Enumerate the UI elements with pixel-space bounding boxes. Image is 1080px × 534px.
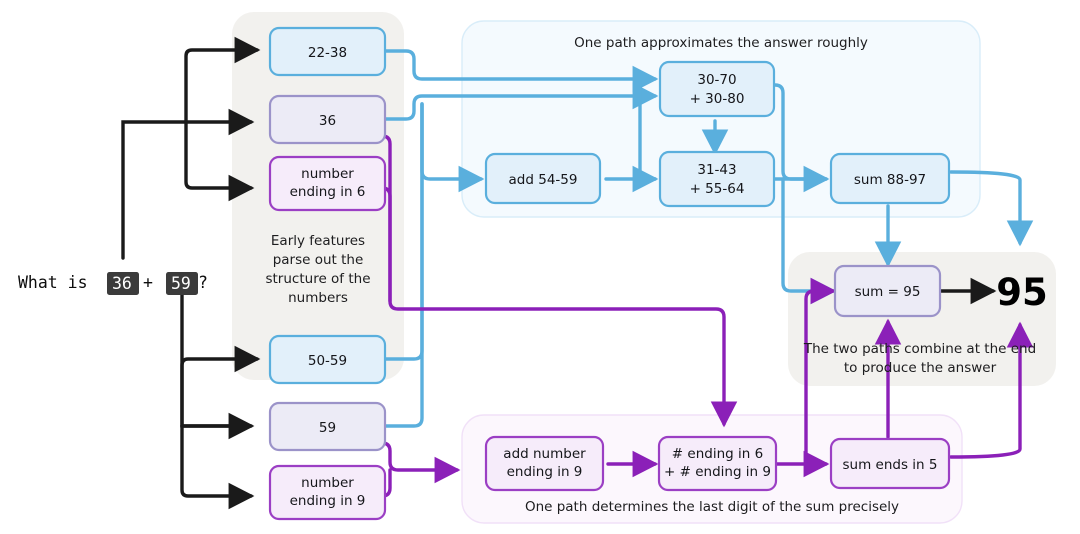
caption-approx-path-line-0: One path approximates the answer roughly: [574, 35, 868, 51]
node-sum-ends-5[interactable]: sum ends in 5: [829, 437, 951, 490]
prompt-sentence: What is 36 + 59 ?: [18, 272, 208, 295]
node-digit-sum[interactable]: # ending in 6 + # ending in 9: [657, 435, 778, 492]
node-coarse-sum-line-0: 30-70: [697, 72, 736, 88]
caption-precise-path-line-0: One path determines the last digit of th…: [525, 499, 899, 515]
caption-combine: The two paths combine at the end to prod…: [803, 341, 1036, 376]
node-sum-95[interactable]: sum = 95: [833, 264, 942, 318]
node-refined-sum[interactable]: 31-43 + 55-64: [658, 150, 776, 208]
node-ending-6-line-0: number: [301, 166, 354, 182]
node-refined-sum-line-1: + 55-64: [690, 181, 745, 197]
edge-group-prompt: [121, 36, 997, 510]
caption-early-features: Early features parse out the structure o…: [265, 233, 370, 306]
node-sum-88-97-line-0: sum 88-97: [854, 172, 926, 188]
edge-group-approx: [380, 49, 1034, 428]
prompt-operand-a-highlight: [107, 272, 139, 295]
caption-combine-line-1: to produce the answer: [844, 360, 997, 376]
node-add-number-9-line-1: ending in 9: [507, 464, 583, 480]
caption-early-features-line-3: numbers: [288, 290, 348, 306]
node-range-36-line-0: 22-38: [308, 45, 347, 61]
node-value-36[interactable]: 36: [268, 94, 387, 145]
answer-value: 95: [996, 271, 1048, 314]
caption-precise-path: One path determines the last digit of th…: [525, 499, 899, 515]
node-range-59[interactable]: 50-59: [268, 334, 387, 385]
prompt-operand-a: 36: [112, 274, 132, 293]
prompt-suffix: ?: [198, 273, 208, 292]
node-ending-9[interactable]: number ending in 9: [268, 464, 387, 521]
prompt-operand-b-highlight: [166, 272, 198, 295]
caption-early-features-line-1: parse out the: [273, 252, 364, 268]
node-add-54-59-line-0: add 54-59: [509, 172, 578, 188]
caption-early-features-line-2: structure of the: [265, 271, 370, 287]
node-add-number-9-line-0: add number: [503, 446, 586, 462]
node-ending-6[interactable]: number ending in 6: [268, 155, 387, 212]
prompt-prefix: What is: [18, 273, 88, 292]
node-refined-sum-line-0: 31-43: [697, 162, 736, 178]
node-coarse-sum[interactable]: 30-70 + 30-80: [658, 60, 776, 118]
node-digit-sum-line-0: # ending in 6: [672, 446, 763, 462]
caption-combine-line-0: The two paths combine at the end: [803, 341, 1036, 357]
node-ending-9-line-1: ending in 9: [290, 493, 366, 509]
node-value-59-line-0: 59: [319, 420, 336, 436]
caption-approx-path: One path approximates the answer roughly: [574, 35, 868, 51]
node-range-59-line-0: 50-59: [308, 353, 347, 369]
node-add-54-59[interactable]: add 54-59: [484, 152, 602, 205]
node-coarse-sum-line-1: + 30-80: [690, 91, 745, 107]
node-range-36[interactable]: 22-38: [268, 26, 387, 77]
node-sum-95-line-0: sum = 95: [855, 284, 921, 300]
node-digit-sum-line-1: + # ending in 9: [664, 464, 771, 480]
node-value-59[interactable]: 59: [268, 401, 387, 452]
caption-early-features-line-0: Early features: [271, 233, 365, 249]
node-ending-6-line-1: ending in 6: [290, 184, 366, 200]
node-sum-88-97[interactable]: sum 88-97: [829, 152, 951, 205]
prompt-operand-b: 59: [171, 274, 191, 293]
node-ending-9-line-0: number: [301, 475, 354, 491]
node-add-number-9[interactable]: add number ending in 9: [484, 435, 605, 492]
node-value-36-line-0: 36: [319, 113, 336, 129]
prompt-operator: +: [143, 273, 153, 292]
node-sum-ends-5-line-0: sum ends in 5: [843, 457, 938, 473]
